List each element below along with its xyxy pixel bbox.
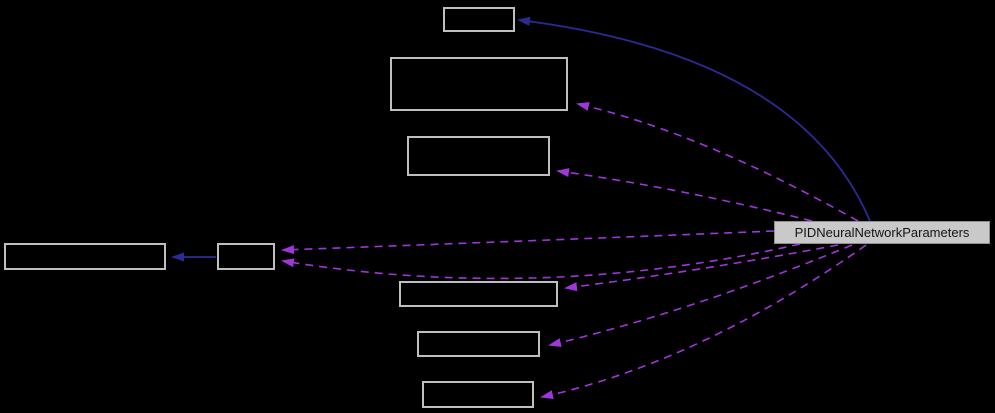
class-node-box-node-2[interactable] [390, 57, 568, 111]
class-node-box-node-4[interactable] [4, 243, 166, 270]
class-node-pidneuralnetworkparameters: PIDNeuralNetworkParameters [774, 221, 990, 244]
edge-PIDNeuralNetworkParameters-to-node-5 [281, 230, 775, 255]
edge-PIDNeuralNetworkParameters-to-node-6 [564, 244, 839, 292]
edge-PIDNeuralNetworkParameters-to-node-2 [576, 102, 859, 222]
edge-PIDNeuralNetworkParameters-to-node-3 [556, 168, 813, 222]
class-node-box-node-7[interactable] [417, 331, 540, 357]
class-node-box-node-6[interactable] [399, 281, 558, 307]
edge-PIDNeuralNetworkParameters-to-node-1 [517, 16, 871, 222]
edge-PIDNeuralNetworkParameters-to-node-8 [540, 244, 867, 400]
class-node-box-node-8[interactable] [422, 381, 534, 408]
class-node-box-node-1[interactable] [443, 7, 515, 32]
class-node-box-node-3[interactable] [407, 136, 550, 176]
edge-PIDNeuralNetworkParameters-to-node-5 [281, 243, 801, 280]
edge-PIDNeuralNetworkParameters-to-node-7 [548, 244, 853, 347]
class-node-box-node-5[interactable] [217, 243, 275, 270]
